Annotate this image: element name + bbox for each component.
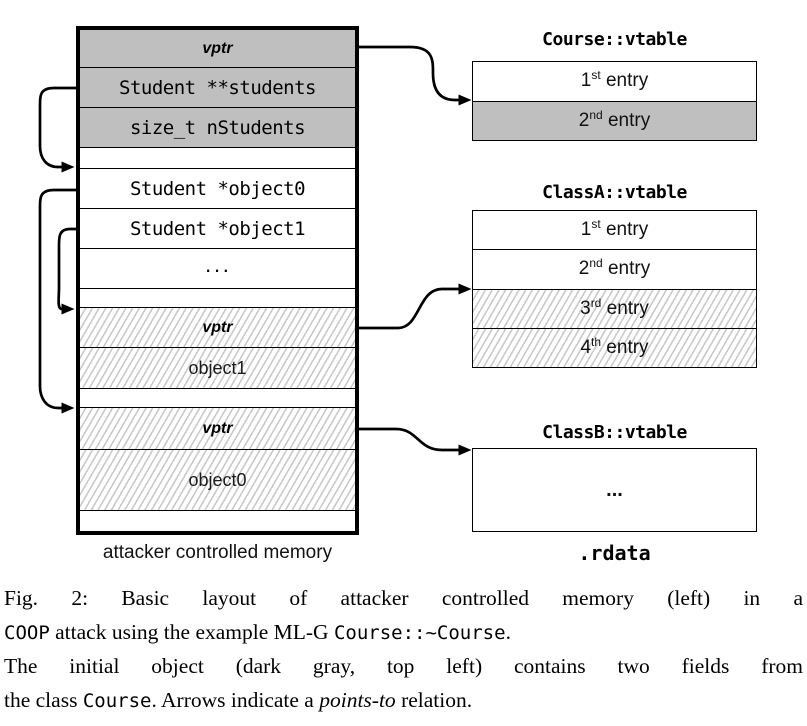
memory-row-vptr-object0: vptr [80, 407, 355, 449]
course-vtable-title: Course::vtable [542, 29, 687, 50]
memory-row-object1-body: object1 [80, 347, 355, 388]
object1-label: object1 [188, 357, 247, 378]
caption-text: attack using the example ML-G [49, 619, 334, 644]
entry-word: entry [600, 70, 649, 92]
caption-line-3: The initial object (dark gray, top left)… [4, 654, 803, 678]
entry-number: 1 [580, 70, 592, 92]
arrow-object0ptr-to-object0-icon [38, 188, 78, 414]
entry-word: entry [601, 297, 649, 319]
object1-ptr-label: Student *object1 [129, 217, 306, 240]
entry-number: 2 [578, 258, 590, 280]
vptr-label: vptr [202, 419, 233, 437]
caption-points-to-term: points-to [319, 687, 396, 712]
object0-label: object0 [188, 469, 247, 490]
entry-ordinal-suffix: rd [590, 295, 602, 310]
memory-row-empty-2 [80, 288, 355, 307]
classb-vtable-title: ClassB::vtable [542, 422, 687, 443]
entry-ordinal-suffix: nd [589, 256, 603, 271]
nstudents-label: size_t nStudents [129, 116, 306, 139]
object0-ptr-label: Student *object0 [129, 177, 306, 200]
memory-row-empty-3 [80, 388, 355, 407]
rdata-label: .rdata [578, 541, 651, 565]
classa-vtable-title: ClassA::vtable [542, 182, 687, 203]
entry-number: 1 [580, 219, 592, 241]
figure-caption: Fig. 2: Basic layout of attacker control… [4, 582, 803, 718]
caption-text: . Arrows indicate a [151, 687, 320, 712]
caption-line-4: the class Course. Arrows indicate a poin… [4, 684, 803, 719]
vtable-ellipsis: ... [606, 478, 623, 501]
vptr-label: vptr [202, 39, 233, 57]
caption-text: relation. [395, 687, 473, 712]
classb-vtable: ... [472, 448, 757, 532]
caption-text: the class [4, 687, 83, 712]
arrow-vptr-to-classa-vtable-icon [359, 283, 472, 330]
entry-ordinal-suffix: st [591, 217, 601, 232]
memory-box-caption: attacker controlled memory [102, 542, 333, 563]
entry-ordinal-suffix: st [591, 68, 601, 83]
entry-word: entry [602, 109, 651, 131]
entry-word: entry [602, 258, 651, 280]
caption-text: . [505, 619, 511, 644]
memory-row-empty-4 [80, 510, 355, 531]
classb-vtable-body: ... [473, 449, 756, 531]
caption-line-1: Fig. 2: Basic layout of attacker control… [4, 586, 803, 610]
entry-ordinal-suffix: nd [589, 107, 603, 122]
students-label: Student **students [119, 76, 316, 99]
memory-row-empty-1 [80, 147, 355, 168]
arrow-students-to-array-icon [38, 86, 78, 173]
memory-row-object0-body: object0 [80, 449, 355, 510]
memory-row-nstudents: size_t nStudents [80, 107, 355, 147]
entry-word: entry [601, 336, 649, 358]
ellipsis-label: ... [204, 261, 231, 276]
memory-row-vptr-course: vptr [80, 30, 355, 67]
entry-number: 2 [578, 109, 590, 131]
entry-number: 3 [580, 297, 591, 319]
memory-box: vptr Student **students size_t nStudents… [76, 26, 359, 535]
vptr-label: vptr [202, 318, 233, 336]
memory-row-object0-ptr: Student *object0 [80, 168, 355, 208]
memory-row-object1-ptr: Student *object1 [80, 208, 355, 248]
memory-row-ellipsis: ... [80, 248, 355, 288]
memory-row-students: Student **students [80, 67, 355, 107]
caption-line-2: COOP attack using the example ML-G Cours… [4, 616, 803, 651]
caption-course-destructor-term: Course::~Course [333, 621, 506, 644]
caption-coop-term: COOP [4, 621, 50, 644]
arrow-vptr-to-course-vtable-icon [359, 45, 472, 106]
entry-word: entry [600, 219, 649, 241]
memory-row-vptr-object1: vptr [80, 307, 355, 347]
caption-course-term: Course [82, 689, 152, 712]
entry-number: 4 [580, 336, 592, 358]
arrow-vptr-to-classb-vtable-icon [359, 427, 472, 456]
entry-ordinal-suffix: th [591, 334, 602, 349]
